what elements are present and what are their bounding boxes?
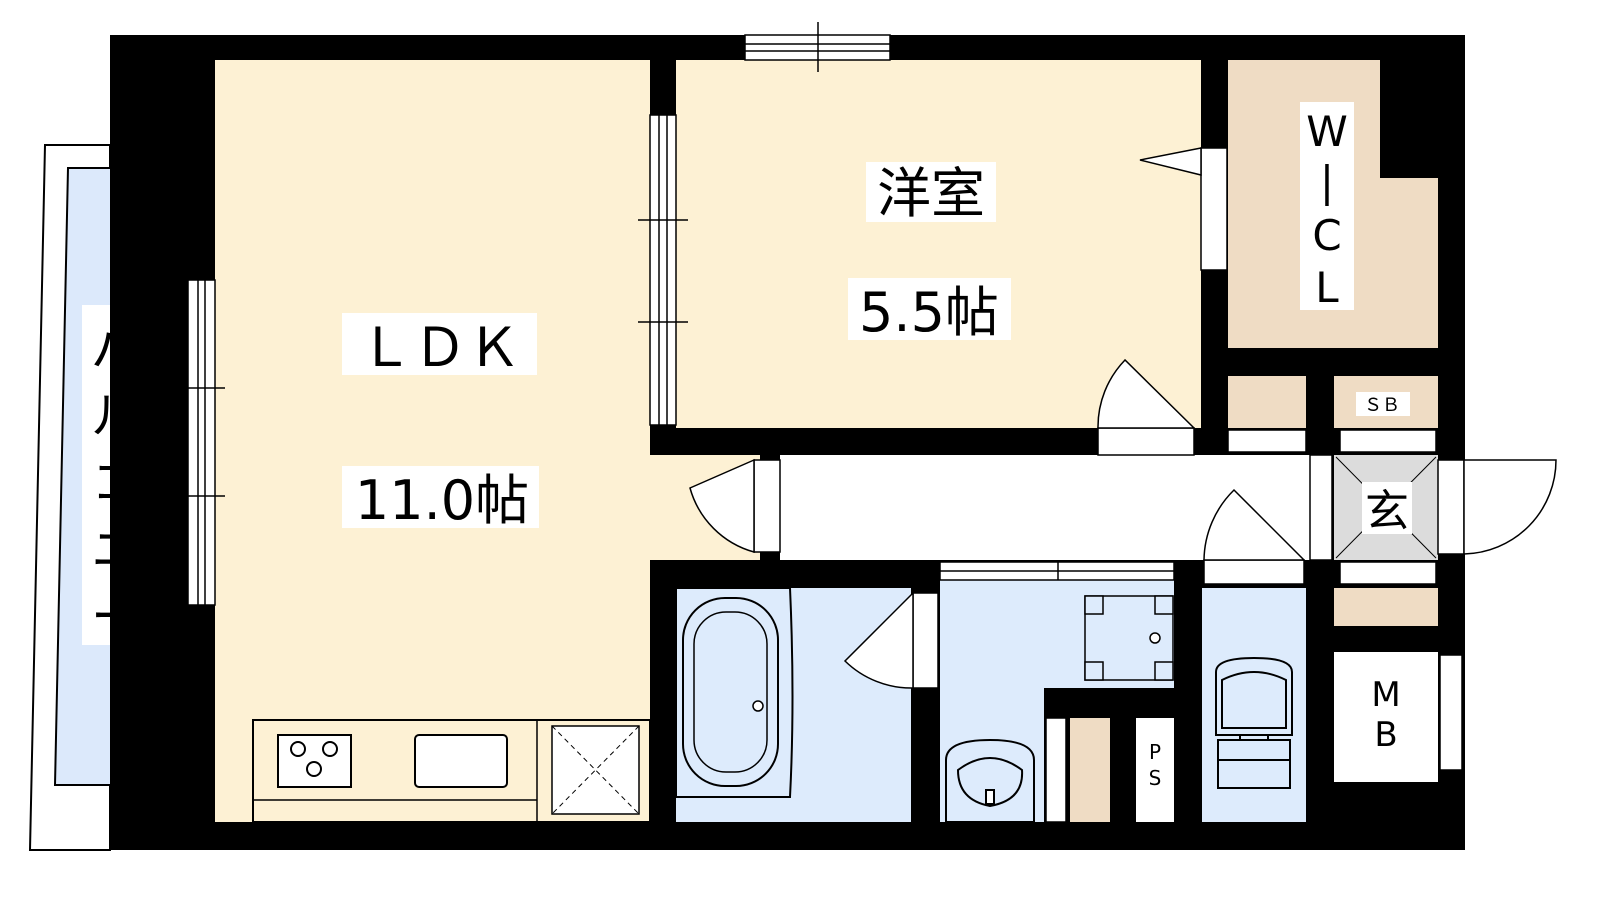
ldk-area: 11.0帖	[355, 469, 529, 532]
western-room-floor	[676, 60, 1201, 428]
washroom-closet	[1070, 718, 1110, 822]
western-name: 洋室	[877, 162, 985, 225]
washing-machine-space	[1084, 595, 1174, 681]
ldk-name: ＬＤＫ	[359, 316, 521, 379]
washroom-closet-door	[1045, 717, 1067, 823]
wic-char-bar: |	[1320, 157, 1334, 206]
stove	[277, 734, 352, 788]
western-area-bg	[848, 278, 1011, 340]
windows	[178, 22, 891, 606]
pipe-space	[1136, 718, 1174, 822]
wic-label-bg	[1300, 102, 1354, 310]
ldk-floor	[215, 60, 650, 822]
kitchen-sink	[414, 734, 508, 788]
western-label-bg	[866, 162, 996, 222]
meter-box-char-m: M	[1371, 675, 1400, 715]
kitchen-counter	[252, 719, 651, 823]
pipe-space-char-p: P	[1149, 740, 1161, 764]
shoe-box-label-bg	[1356, 392, 1410, 416]
burner-icon	[322, 741, 338, 757]
meter-box-char-b: B	[1374, 715, 1397, 755]
wic-char-l: L	[1315, 263, 1339, 312]
doors	[689, 147, 1557, 771]
wic-char-c: C	[1312, 211, 1341, 260]
western-area: 5.5帖	[859, 281, 999, 344]
wic-char-w: W	[1306, 107, 1348, 156]
pipe-space-char-s: S	[1149, 766, 1162, 790]
burner-icon	[290, 741, 306, 757]
ldk-area-bg	[342, 466, 539, 528]
washbasin	[945, 738, 1035, 823]
bathtub	[675, 587, 794, 798]
closet-2	[1334, 588, 1438, 626]
burner-icon	[306, 761, 322, 777]
ldk-label-bg	[342, 313, 537, 375]
entrance-label: 玄	[1365, 486, 1409, 537]
meter-box	[1334, 652, 1438, 782]
entrance-label-bg	[1362, 482, 1412, 534]
toilet	[1215, 656, 1293, 789]
closet-1	[1228, 376, 1306, 428]
shoe-box-label: ＳＢ	[1364, 395, 1400, 416]
